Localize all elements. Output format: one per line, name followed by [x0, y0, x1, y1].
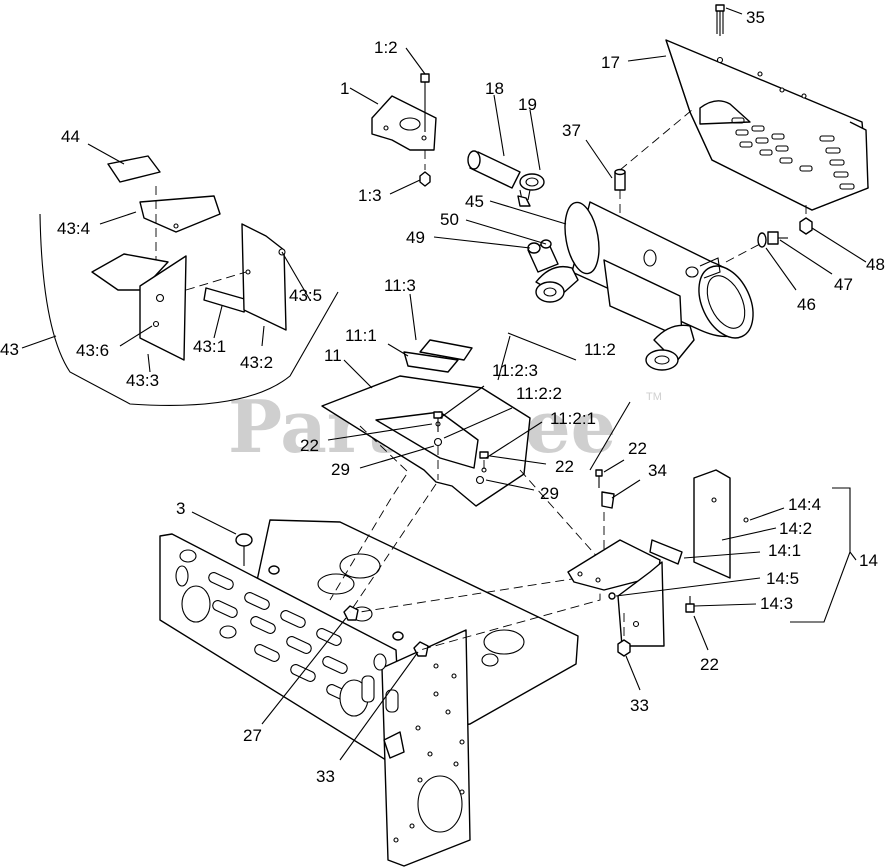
callout-50: 50 [440, 210, 459, 229]
callout-45: 45 [465, 192, 484, 211]
callout-labels: 35 17 1:2 1 1:3 18 19 37 45 50 49 48 47 … [0, 8, 885, 786]
callout-43-6: 43:6 [76, 341, 109, 360]
knob-3 [235, 533, 253, 566]
callout-46: 46 [797, 295, 816, 314]
callout-48: 48 [866, 255, 885, 274]
callout-43-2: 43:2 [240, 353, 273, 372]
callout-1: 1 [340, 79, 349, 98]
callout-14-1: 14:1 [768, 541, 801, 560]
callout-29-a: 29 [331, 460, 350, 479]
callout-33-a: 33 [630, 696, 649, 715]
shroud-11 [321, 339, 531, 507]
callout-34: 34 [648, 461, 667, 480]
callout-22-a: 22 [300, 436, 319, 455]
tailpipe-and-clamp [467, 150, 545, 207]
gasket-and-bolt-46-47 [725, 231, 788, 263]
callout-11-2-3: 11:2:3 [492, 361, 538, 380]
callout-14-4: 14:4 [788, 495, 821, 514]
callout-22-d: 22 [700, 655, 719, 674]
callout-14-3: 14:3 [760, 594, 793, 613]
callout-49: 49 [406, 228, 425, 247]
callout-44: 44 [61, 127, 80, 146]
watermark-trademark: TM [646, 391, 662, 403]
callout-14-5: 14:5 [766, 569, 799, 588]
callout-18: 18 [485, 79, 504, 98]
callout-37: 37 [562, 121, 581, 140]
callout-47: 47 [834, 275, 853, 294]
callout-22-b: 22 [555, 457, 574, 476]
callout-43-3: 43:3 [126, 371, 159, 390]
bracket-assembly-14 [567, 469, 749, 657]
callout-43: 43 [0, 340, 19, 359]
bolt-35 [715, 4, 725, 36]
callout-27: 27 [243, 726, 262, 745]
callout-43-4: 43:4 [57, 219, 90, 238]
assembly-43 [39, 155, 339, 406]
callout-11-2-2: 11:2:2 [516, 384, 562, 403]
callout-33-b: 33 [316, 767, 335, 786]
fasteners-27-33 [268, 565, 429, 657]
callout-43-5: 43:5 [289, 286, 322, 305]
callout-11-2: 11:2 [584, 340, 616, 359]
callout-29-b: 29 [540, 484, 559, 503]
callout-11-3: 11:3 [384, 276, 416, 295]
nut-48 [799, 200, 813, 235]
bracket-1 [371, 73, 437, 187]
callout-17: 17 [601, 53, 620, 72]
heat-shield [665, 39, 869, 211]
chassis-frame [159, 519, 579, 867]
callout-1-2: 1:2 [374, 38, 398, 57]
callout-11-1: 11:1 [345, 326, 377, 345]
callout-14: 14 [859, 551, 878, 570]
callout-43-1: 43:1 [193, 337, 226, 356]
muffler [527, 201, 754, 371]
leader-lines [21, 7, 867, 761]
callout-35: 35 [746, 8, 765, 27]
pin-37 [614, 109, 693, 214]
callout-22-c: 22 [628, 439, 647, 458]
callout-11: 11 [324, 346, 342, 365]
nut-washer-49-50 [527, 239, 552, 254]
callout-1-3: 1:3 [358, 186, 382, 205]
callout-11-2-1: 11:2:1 [550, 409, 596, 428]
callout-14-2: 14:2 [779, 519, 812, 538]
callout-19: 19 [518, 95, 537, 114]
callout-3: 3 [176, 499, 185, 518]
